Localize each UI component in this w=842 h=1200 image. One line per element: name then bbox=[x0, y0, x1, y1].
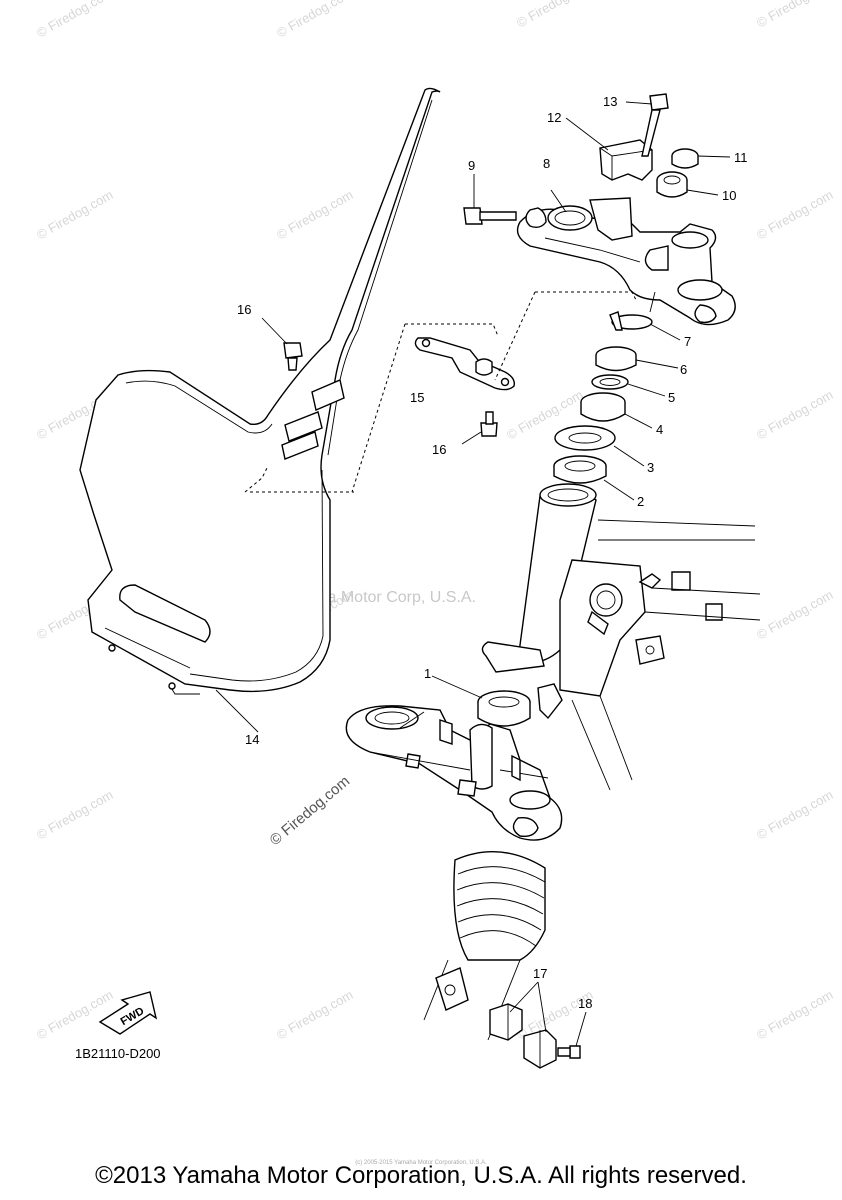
bolt-18 bbox=[557, 1011, 587, 1059]
diagram-code: 1B21110-D200 bbox=[75, 1046, 161, 1061]
washer-7 bbox=[609, 311, 681, 341]
ring-nut-6 bbox=[595, 346, 679, 372]
bearing-2 bbox=[553, 455, 635, 501]
watermark: © Firedog.com bbox=[274, 0, 356, 41]
callouts: 1 2 3 4 5 6 7 8 9 10 11 12 13 14 15 16 1… bbox=[215, 94, 748, 1011]
firedog-label: © Firedog.com bbox=[267, 773, 353, 849]
front-fork bbox=[423, 850, 546, 1041]
watermark: © Firedog.com bbox=[34, 987, 116, 1043]
watermark: © Firedog.com bbox=[754, 987, 836, 1043]
callout-6: 6 bbox=[680, 362, 687, 377]
callout-15: 15 bbox=[410, 390, 424, 405]
callout-5: 5 bbox=[668, 390, 675, 405]
callout-8: 8 bbox=[543, 156, 550, 171]
watermark: © Firedog.com bbox=[34, 187, 116, 243]
tiny-copyright-note: (c) 2005-2015 Yamaha Motor Corporation, … bbox=[355, 1160, 487, 1166]
upper-bracket-8 bbox=[516, 197, 736, 326]
callout-18: 18 bbox=[578, 996, 592, 1011]
watermark: © Firedog.com bbox=[754, 587, 836, 643]
callout-12: 12 bbox=[547, 110, 561, 125]
callout-11: 11 bbox=[734, 150, 748, 165]
bolt-16-lower bbox=[461, 411, 498, 445]
lower-bracket bbox=[345, 705, 563, 841]
callout-16-upper: 16 bbox=[237, 302, 251, 317]
bolt-9 bbox=[463, 174, 567, 229]
callout-14: 14 bbox=[245, 732, 259, 747]
callout-9: 9 bbox=[468, 158, 475, 173]
callout-4: 4 bbox=[656, 422, 663, 437]
watermark: © Firedog.com bbox=[274, 987, 356, 1043]
clamp-17 bbox=[489, 981, 557, 1069]
watermark: © Firedog.com bbox=[34, 787, 116, 843]
callout-7: 7 bbox=[684, 334, 691, 349]
bolt-16-upper bbox=[261, 317, 303, 371]
callout-3: 3 bbox=[647, 460, 654, 475]
handlebar-holder-12 bbox=[565, 117, 653, 181]
seal-3 bbox=[554, 425, 645, 467]
frame-head-pipe bbox=[481, 483, 761, 791]
watermark: © Firedog.com bbox=[274, 187, 356, 243]
callout-10: 10 bbox=[722, 188, 736, 203]
bolt-13 bbox=[625, 93, 669, 157]
watermark: © Firedog.com bbox=[754, 0, 836, 31]
watermark: © Firedog.com bbox=[34, 0, 116, 41]
callout-1: 1 bbox=[424, 666, 431, 681]
watermark: © Firedog.com bbox=[754, 187, 836, 243]
callout-13: 13 bbox=[603, 94, 617, 109]
washer-5 bbox=[591, 374, 666, 397]
copyright-text: ©2013 Yamaha Motor Corporation, U.S.A. A… bbox=[95, 1162, 747, 1189]
callout-16-lower: 16 bbox=[432, 442, 446, 457]
watermark: © Firedog.com bbox=[754, 787, 836, 843]
nut-10 bbox=[656, 171, 719, 198]
watermark: © Firedog.com bbox=[754, 387, 836, 443]
watermark: © Firedog.com bbox=[514, 0, 596, 31]
ring-nut-4 bbox=[580, 392, 653, 429]
callout-2: 2 bbox=[637, 494, 644, 509]
bearing-1 bbox=[431, 675, 531, 727]
callout-17: 17 bbox=[533, 966, 547, 981]
number-plate-14 bbox=[79, 87, 441, 695]
cap-11 bbox=[671, 148, 731, 169]
